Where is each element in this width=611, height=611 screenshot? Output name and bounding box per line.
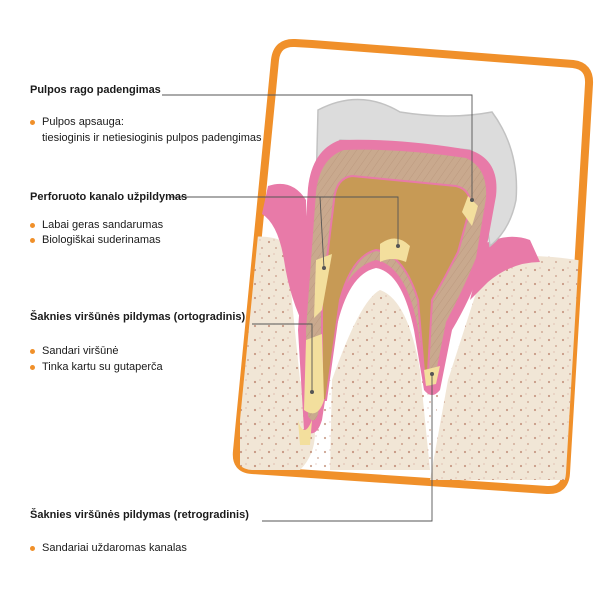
bullet-icon bbox=[30, 223, 35, 228]
ortho-filling bbox=[304, 334, 324, 413]
item-label: Sandariai uždaromas kanalas bbox=[42, 542, 187, 554]
heading-orthograde: Šaknies viršūnės pildymas (ortogradinis) bbox=[30, 311, 245, 323]
item-label: Pulpos apsauga: bbox=[42, 116, 124, 128]
item-label: Biologiškai suderinamas bbox=[42, 234, 161, 246]
list-item: Biologiškai suderinamas bbox=[30, 234, 161, 246]
list-item: Sandari viršūnė bbox=[30, 345, 118, 357]
item-continuation: tiesioginis ir netiesioginis pulpos pade… bbox=[42, 132, 262, 144]
list-item: Labai geras sandarumas bbox=[30, 219, 163, 231]
item-label: Sandari viršūnė bbox=[42, 345, 118, 357]
list-item: Sandariai uždaromas kanalas bbox=[30, 542, 187, 554]
heading-pulp-cap: Pulpos rago padengimas bbox=[30, 84, 161, 96]
bullet-icon bbox=[30, 238, 35, 243]
item-label: Labai geras sandarumas bbox=[42, 219, 163, 231]
bullet-icon bbox=[30, 365, 35, 370]
item-label: Tinka kartu su gutaperča bbox=[42, 361, 163, 373]
list-item: Pulpos apsauga: bbox=[30, 116, 124, 128]
heading-retrograde: Šaknies viršūnės pildymas (retrogradinis… bbox=[30, 509, 249, 521]
list-item: Tinka kartu su gutaperča bbox=[30, 361, 163, 373]
heading-perforation: Perforuoto kanalo užpildymas bbox=[30, 191, 187, 203]
bullet-icon bbox=[30, 349, 35, 354]
bullet-icon bbox=[30, 546, 35, 551]
bullet-icon bbox=[30, 120, 35, 125]
